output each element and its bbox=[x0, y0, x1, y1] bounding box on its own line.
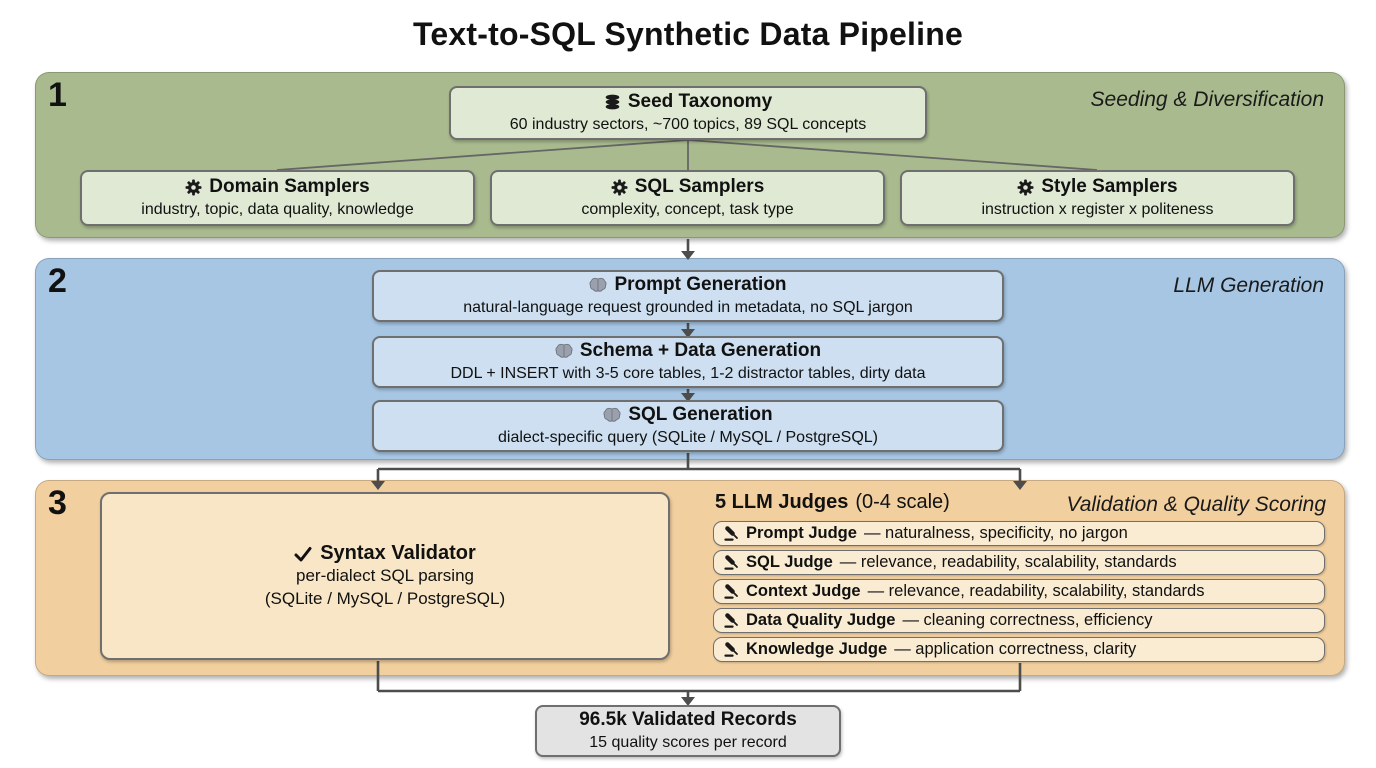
judge-criteria: — naturalness, specificity, no jargon bbox=[863, 524, 1128, 542]
judge-name: Data Quality Judge bbox=[746, 611, 896, 629]
domain-samplers-subtitle: industry, topic, data quality, knowledge bbox=[141, 201, 414, 219]
schema-data-generation-title: Schema + Data Generation bbox=[579, 340, 822, 362]
judge-criteria: — cleaning correctness, efficiency bbox=[902, 611, 1153, 629]
prompt-generation-box: Prompt Generation natural-language reque… bbox=[372, 270, 1004, 322]
judge-name: Context Judge bbox=[746, 582, 861, 600]
validated-records-subtitle: 15 quality scores per record bbox=[589, 734, 787, 752]
gavel-icon bbox=[724, 642, 739, 657]
syntax-validator-line1: per-dialect SQL parsing bbox=[296, 566, 474, 586]
database-icon bbox=[604, 93, 621, 111]
brain-icon bbox=[603, 407, 621, 423]
judge-criteria: — application correctness, clarity bbox=[894, 640, 1137, 658]
check-icon bbox=[294, 546, 312, 562]
style-samplers-box: Style Samplers instruction x register x … bbox=[900, 170, 1295, 226]
style-samplers-subtitle: instruction x register x politeness bbox=[981, 201, 1214, 219]
judges-heading-bold: 5 LLM Judges bbox=[715, 491, 849, 513]
sql-samplers-title: SQL Samplers bbox=[634, 176, 765, 198]
judge-name: Knowledge Judge bbox=[746, 640, 888, 658]
judge-criteria: — relevance, readability, scalability, s… bbox=[839, 553, 1177, 571]
judge-row-prompt: Prompt Judge — naturalness, specificity,… bbox=[713, 521, 1325, 546]
stage3-number: 3 bbox=[48, 484, 67, 522]
prompt-generation-title: Prompt Generation bbox=[614, 274, 787, 296]
prompt-generation-subtitle: natural-language request grounded in met… bbox=[463, 299, 913, 317]
judge-row-context: Context Judge — relevance, readability, … bbox=[713, 579, 1325, 604]
gavel-icon bbox=[724, 584, 739, 599]
stage3-label: Validation & Quality Scoring bbox=[1066, 493, 1326, 516]
brain-icon bbox=[589, 277, 607, 293]
seed-taxonomy-subtitle: 60 industry sectors, ~700 topics, 89 SQL… bbox=[509, 116, 867, 134]
stage1-label: Seeding & Diversification bbox=[1090, 88, 1324, 111]
schema-data-generation-subtitle: DDL + INSERT with 3-5 core tables, 1-2 d… bbox=[450, 365, 926, 383]
stage2-number: 2 bbox=[48, 262, 67, 300]
gear-icon bbox=[185, 179, 202, 196]
stage2-label: LLM Generation bbox=[1173, 274, 1324, 297]
gavel-icon bbox=[724, 613, 739, 628]
syntax-validator-line2: (SQLite / MySQL / PostgreSQL) bbox=[264, 588, 506, 608]
sql-samplers-box: SQL Samplers complexity, concept, task t… bbox=[490, 170, 885, 226]
judge-name: SQL Judge bbox=[746, 553, 833, 571]
judge-row-knowledge: Knowledge Judge — application correctnes… bbox=[713, 637, 1325, 662]
validated-records-title: 96.5k Validated Records bbox=[579, 709, 797, 731]
gear-icon bbox=[1017, 179, 1034, 196]
gavel-icon bbox=[724, 555, 739, 570]
validated-records-box: 96.5k Validated Records 15 quality score… bbox=[535, 705, 841, 757]
gear-icon bbox=[611, 179, 628, 196]
seed-taxonomy-box: Seed Taxonomy 60 industry sectors, ~700 … bbox=[449, 86, 927, 140]
judge-criteria: — relevance, readability, scalability, s… bbox=[867, 582, 1205, 600]
syntax-validator-box: Syntax Validator per-dialect SQL parsing… bbox=[100, 492, 670, 660]
sql-generation-subtitle: dialect-specific query (SQLite / MySQL /… bbox=[498, 429, 878, 447]
judges-heading-scale: (0-4 scale) bbox=[855, 491, 950, 513]
gavel-icon bbox=[724, 526, 739, 541]
judges-heading: 5 LLM Judges (0-4 scale) bbox=[715, 491, 950, 514]
judge-row-data-quality: Data Quality Judge — cleaning correctnes… bbox=[713, 608, 1325, 633]
syntax-validator-title: Syntax Validator bbox=[320, 542, 476, 565]
judge-name: Prompt Judge bbox=[746, 524, 857, 542]
schema-data-generation-box: Schema + Data Generation DDL + INSERT wi… bbox=[372, 336, 1004, 388]
brain-icon bbox=[555, 343, 573, 359]
stage1-number: 1 bbox=[48, 76, 67, 114]
domain-samplers-box: Domain Samplers industry, topic, data qu… bbox=[80, 170, 475, 226]
sql-generation-title: SQL Generation bbox=[628, 404, 773, 426]
style-samplers-title: Style Samplers bbox=[1041, 176, 1178, 198]
judge-row-sql: SQL Judge — relevance, readability, scal… bbox=[713, 550, 1325, 575]
page-title: Text-to-SQL Synthetic Data Pipeline bbox=[413, 16, 963, 52]
sql-samplers-subtitle: complexity, concept, task type bbox=[581, 201, 794, 219]
domain-samplers-title: Domain Samplers bbox=[209, 176, 370, 198]
sql-generation-box: SQL Generation dialect-specific query (S… bbox=[372, 400, 1004, 452]
seed-taxonomy-title: Seed Taxonomy bbox=[627, 91, 773, 113]
